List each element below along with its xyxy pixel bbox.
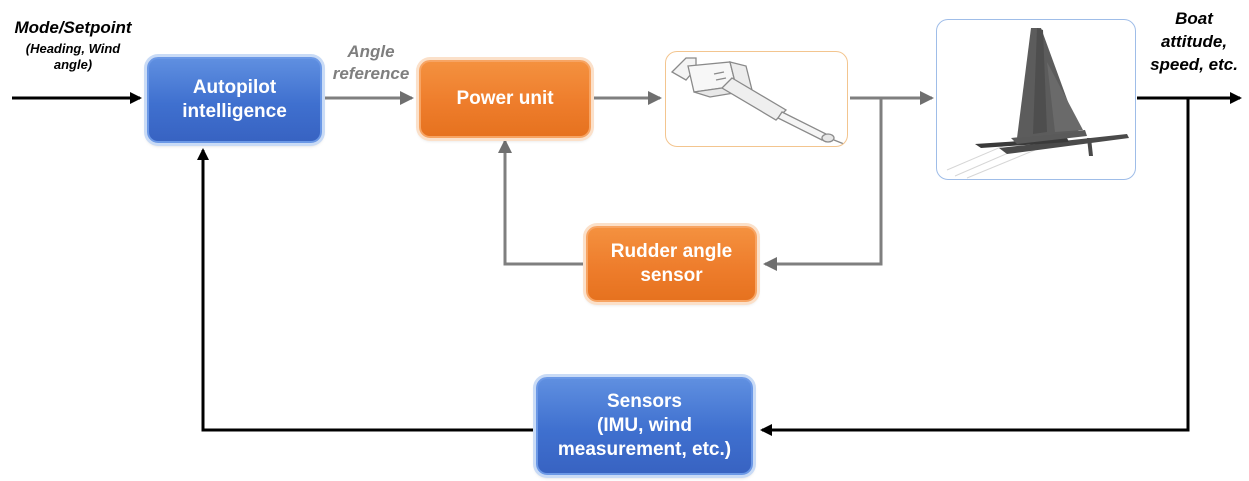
angle-reference-label: Angle reference	[332, 42, 410, 83]
catamaran-image	[946, 28, 1129, 179]
actuator-image-box	[665, 51, 848, 147]
hydraulic-actuator-image	[670, 57, 845, 145]
boat-image-box	[936, 19, 1136, 180]
sensors-block: Sensors (IMU, wind measurement, etc.)	[536, 377, 753, 475]
output-feedback-arrow	[760, 98, 1190, 436]
output-label: Boat attitude, speed, etc.	[1150, 9, 1238, 74]
rudder-angle-sensor-label: Rudder angle sensor	[610, 241, 733, 286]
input-detail-label: (Heading, Wind angle)	[25, 41, 121, 72]
power-unit-block: Power unit	[419, 60, 591, 138]
input-title-label: Mode/Setpoint	[14, 18, 132, 37]
autopilot-intelligence-block: Autopilot intelligence	[147, 57, 322, 143]
rudder-to-power-arrow	[498, 139, 585, 266]
rudder-angle-sensor-block: Rudder angle sensor	[586, 226, 757, 302]
autopilot-intelligence-label: Autopilot intelligence	[182, 77, 287, 122]
rudder-feedback-arrow	[763, 98, 883, 271]
power-unit-label: Power unit	[456, 88, 554, 109]
sensors-label: Sensors (IMU, wind measurement, etc.)	[557, 391, 732, 460]
sensors-to-autopilot-arrow	[197, 148, 535, 432]
